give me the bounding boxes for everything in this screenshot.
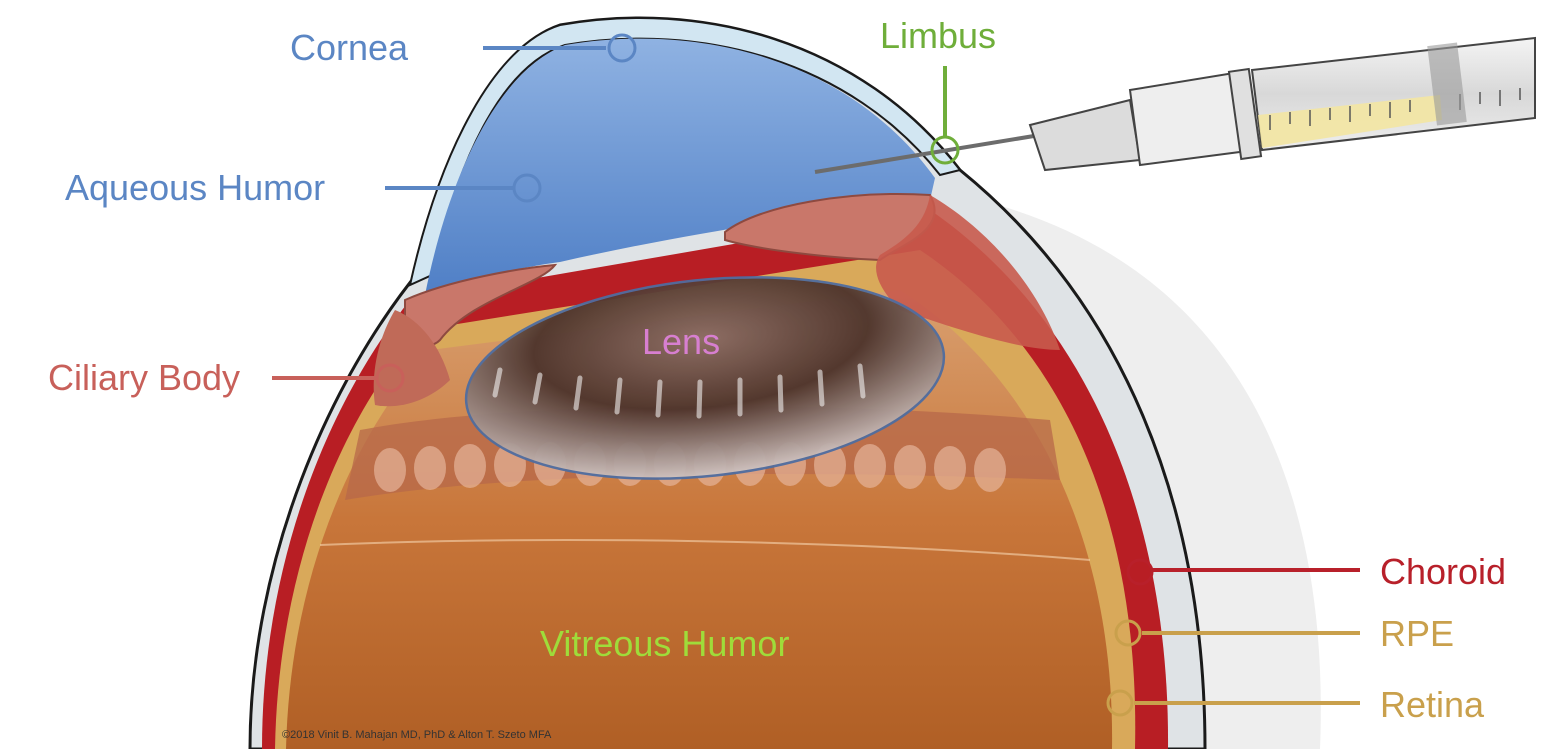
label-retina: Retina	[1380, 684, 1485, 725]
label-limbus: Limbus	[880, 15, 996, 56]
copyright-text: ©2018 Vinit B. Mahajan MD, PhD & Alton T…	[282, 729, 552, 741]
label-choroid: Choroid	[1380, 551, 1506, 592]
label-aqueous-humor: Aqueous Humor	[65, 167, 325, 208]
label-rpe: RPE	[1380, 613, 1454, 654]
label-lens: Lens	[642, 321, 720, 362]
label-cornea: Cornea	[290, 27, 409, 68]
syringe-hub	[1030, 100, 1140, 170]
label-vitreous-humor: Vitreous Humor	[540, 623, 789, 664]
label-ciliary-body: Ciliary Body	[48, 357, 240, 398]
